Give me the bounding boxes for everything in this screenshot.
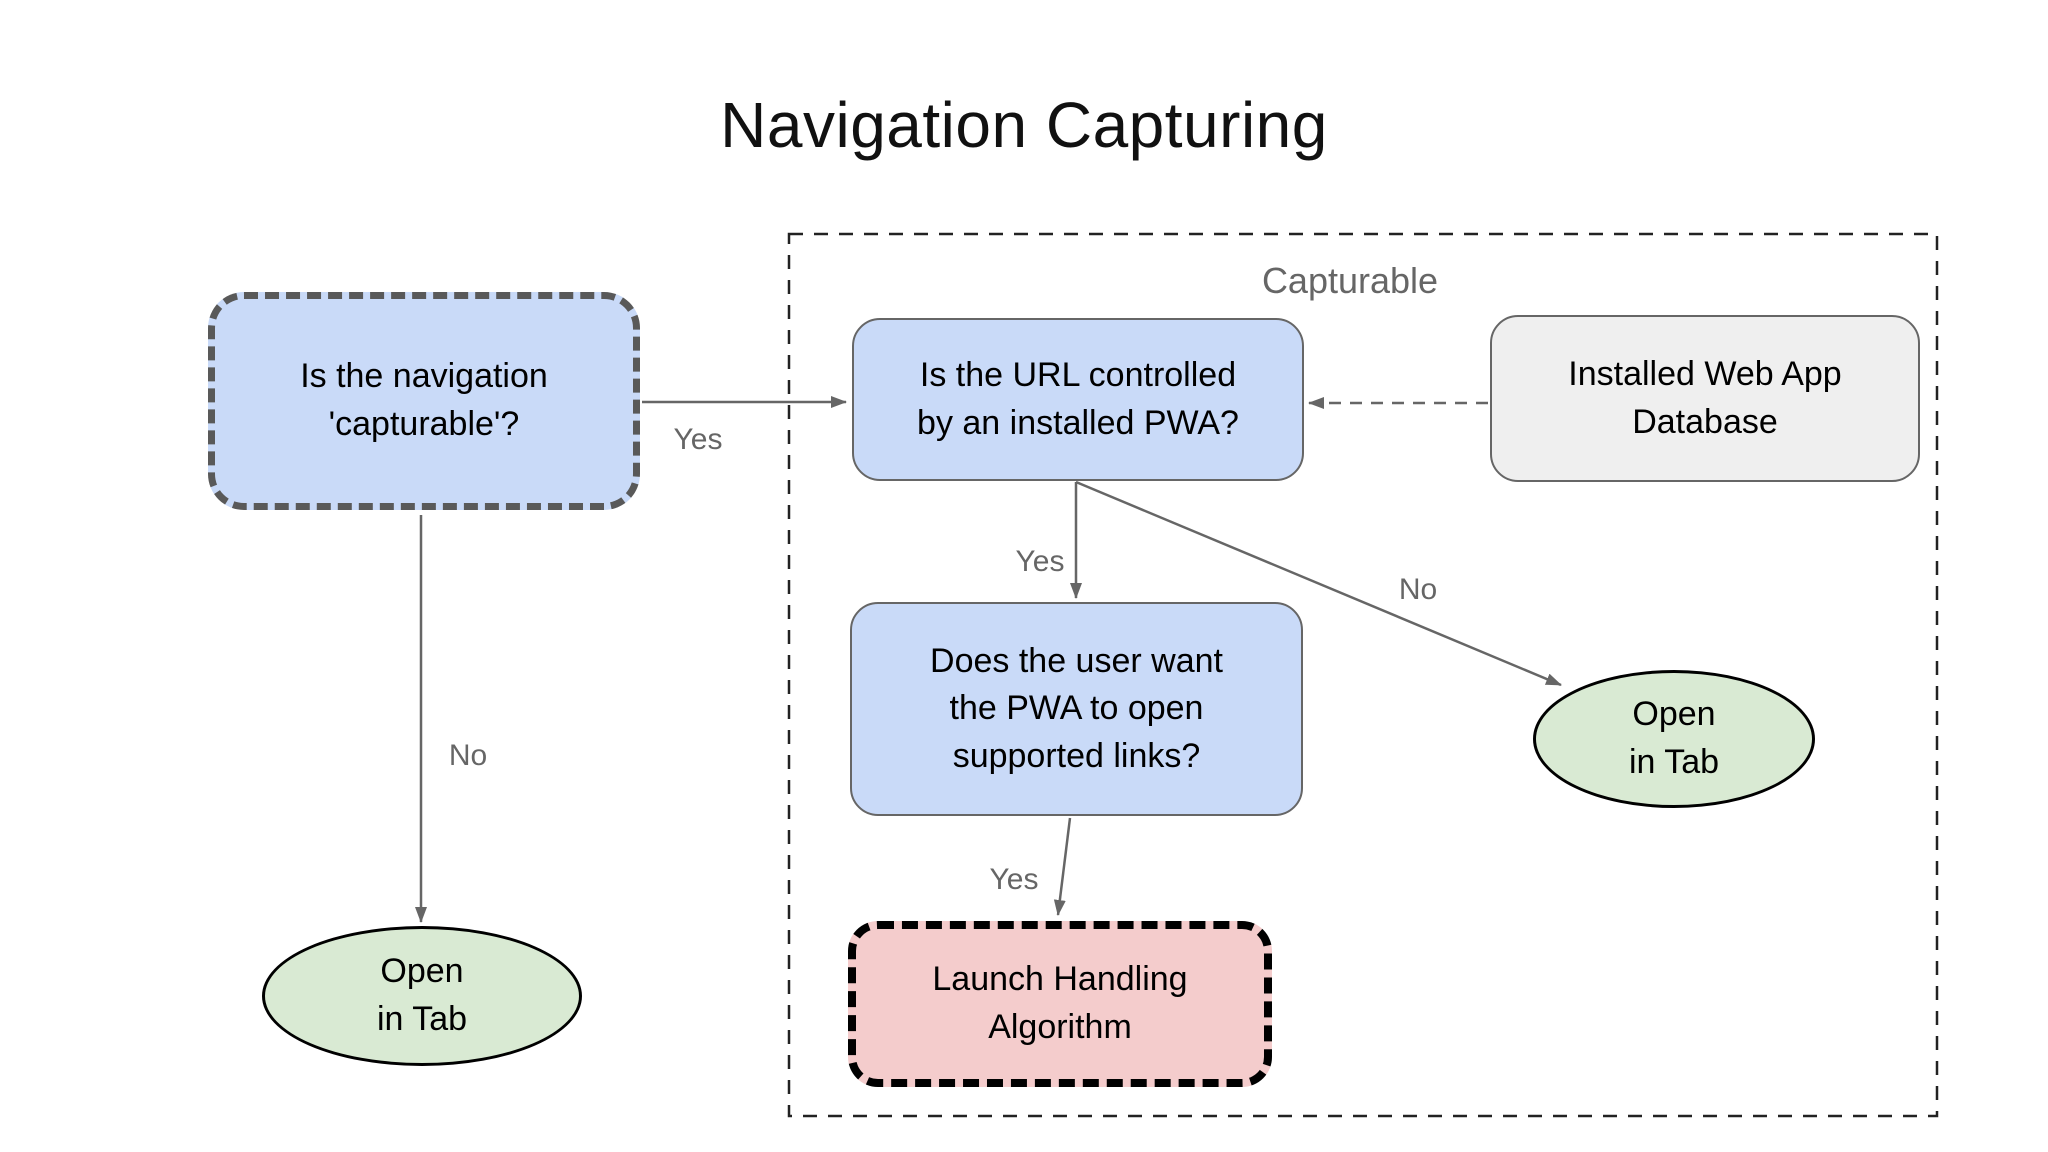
capturable-group-label: Capturable [1261, 260, 1439, 301]
node-launch-handling-algorithm: Launch Handling Algorithm [848, 921, 1272, 1087]
edge-label-nav-yes: Yes [673, 423, 723, 456]
node-does-user-want-pwa-links: Does the user want the PWA to open suppo… [850, 602, 1303, 816]
edge-label-nav-no: No [448, 739, 488, 772]
node-is-navigation-capturable: Is the navigation 'capturable'? [208, 292, 640, 510]
edge-label-user-yes: Yes [989, 863, 1039, 896]
page-title: Navigation Capturing [720, 89, 1328, 161]
edge-label-url-yes: Yes [1015, 545, 1065, 578]
capturable-group-border [787, 232, 1939, 1118]
node-is-url-controlled-by-pwa: Is the URL controlled by an installed PW… [852, 318, 1304, 481]
edge-user-yes [1053, 817, 1072, 916]
edge-label-url-no: No [1398, 573, 1438, 606]
node-open-in-tab-right: Open in Tab [1533, 670, 1815, 808]
node-installed-web-app-database: Installed Web App Database [1490, 315, 1920, 482]
node-open-in-tab-left: Open in Tab [262, 926, 582, 1066]
edge-url-no [1075, 480, 1562, 687]
